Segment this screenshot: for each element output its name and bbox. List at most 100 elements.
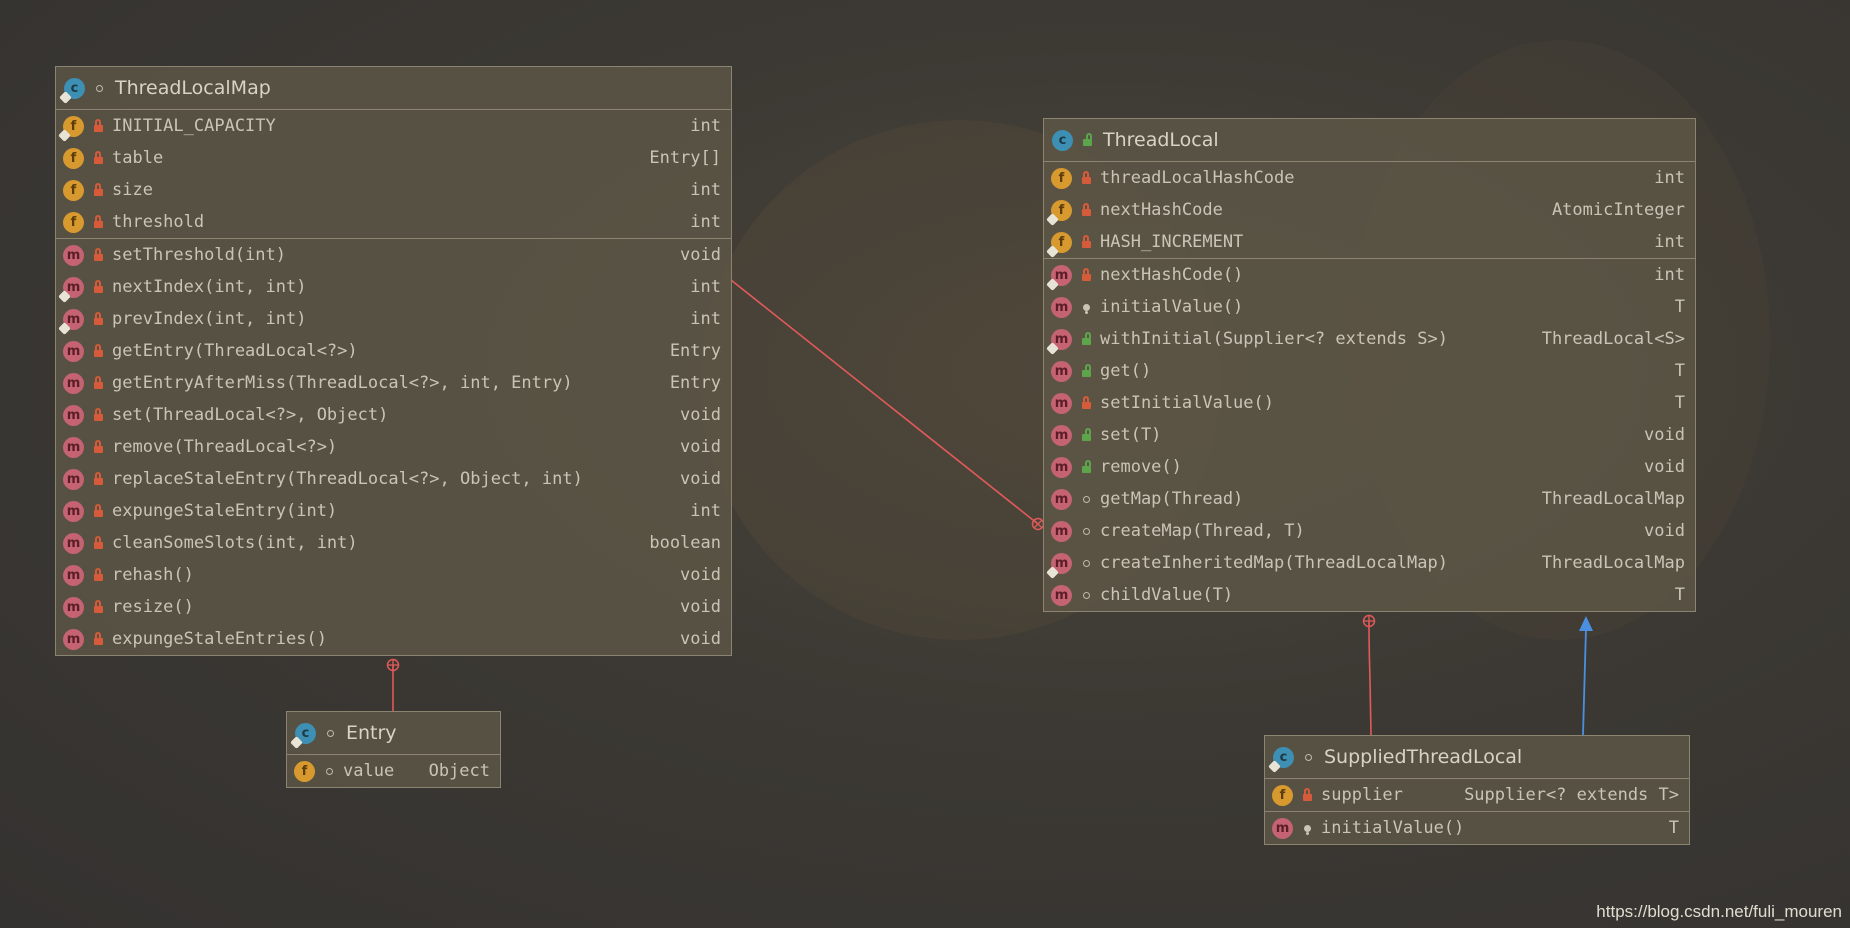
private-visibility-icon <box>92 472 104 486</box>
method-icon: m <box>1051 392 1072 414</box>
class-icon: c <box>290 722 316 749</box>
method-icon: m <box>1051 584 1072 606</box>
private-visibility-icon <box>92 632 104 646</box>
inner-class-marker <box>1362 614 1376 628</box>
member-type: int <box>690 116 721 136</box>
member-type: void <box>680 597 721 617</box>
private-visibility-icon <box>1080 396 1092 410</box>
member-type: int <box>690 501 721 521</box>
private-visibility-icon <box>92 440 104 454</box>
static-overlay-icon <box>1046 277 1059 291</box>
private-visibility-icon <box>92 280 104 294</box>
member-name: prevIndex(int, int) <box>112 309 307 329</box>
member-type: Object <box>428 761 490 781</box>
member-type: boolean <box>649 533 721 553</box>
member-name: createInheritedMap(ThreadLocalMap) <box>1100 553 1448 573</box>
package-visibility-icon <box>93 81 105 95</box>
member-name: threshold <box>112 212 205 232</box>
field-row[interactable]: f supplier Supplier<? extends T> <box>1265 779 1689 811</box>
static-overlay-icon <box>58 289 71 303</box>
package-visibility-icon <box>1302 750 1314 764</box>
member-name: childValue(T) <box>1100 585 1234 605</box>
method-icon: m <box>63 244 84 266</box>
private-visibility-icon <box>92 504 104 518</box>
field-icon: f <box>58 115 84 142</box>
field-icon: f <box>1272 784 1293 806</box>
member-name: supplier <box>1321 785 1403 805</box>
method-icon: m <box>63 340 84 362</box>
watermark-url: https://blog.csdn.net/fuli_mouren <box>1596 902 1842 921</box>
method-row[interactable]: m childValue(T) T <box>1044 579 1695 611</box>
member-type: Supplier<? extends T> <box>1464 785 1679 805</box>
member-type: T <box>1674 585 1685 605</box>
field-icon: f <box>294 760 315 782</box>
method-icon: m <box>1046 328 1072 355</box>
private-visibility-icon <box>92 344 104 358</box>
package-visibility-icon <box>1080 588 1092 602</box>
private-visibility-icon <box>92 151 104 165</box>
member-type: void <box>680 437 721 457</box>
field-icon: f <box>1051 167 1072 189</box>
member-name: expungeStaleEntries() <box>112 629 327 649</box>
member-name: threadLocalHashCode <box>1100 168 1295 188</box>
inner-class-marker <box>386 658 400 672</box>
package-visibility-icon <box>324 726 336 740</box>
class-icon: c <box>1268 746 1294 773</box>
member-type: void <box>680 469 721 489</box>
member-name: getEntry(ThreadLocal<?>) <box>112 341 358 361</box>
member-type: int <box>1654 232 1685 252</box>
member-name: expungeStaleEntry(int) <box>112 501 338 521</box>
private-visibility-icon <box>92 215 104 229</box>
class-name: SuppliedThreadLocal <box>1324 746 1523 768</box>
field-icon: f <box>1046 199 1072 226</box>
member-type: AtomicInteger <box>1551 200 1685 220</box>
class-suppliedthreadlocal[interactable]: c SuppliedThreadLocal f supplier Supplier<… <box>1264 735 1690 845</box>
method-icon: m <box>1272 817 1293 839</box>
member-name: getMap(Thread) <box>1100 489 1244 509</box>
class-header: c ThreadLocal <box>1044 119 1695 162</box>
member-type: void <box>1644 521 1685 541</box>
inner-class-link-supplied <box>1368 621 1372 736</box>
method-icon: m <box>1051 360 1072 382</box>
public-visibility-icon <box>1080 364 1092 378</box>
protected-visibility-icon <box>1080 300 1092 314</box>
